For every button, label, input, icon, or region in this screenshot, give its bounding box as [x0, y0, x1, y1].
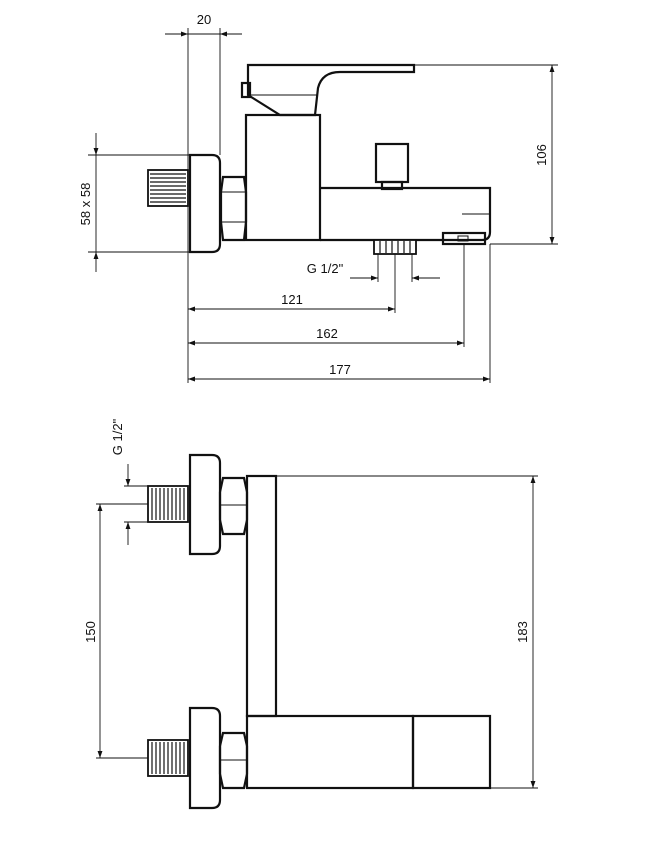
lower-threaded-connector: [147, 739, 189, 777]
outlet-thread: [373, 239, 417, 255]
label-inlet-spacing: 150: [83, 621, 98, 643]
top-view-drawing: 20 106 58 x 58 G 1/2" 121 162 177: [78, 12, 558, 383]
upper-threaded-connector: [147, 485, 189, 523]
label-height: 106: [534, 144, 549, 166]
lever-handle: [246, 63, 416, 117]
side-mixer-body: [245, 714, 415, 790]
diverter-knob: [374, 142, 410, 184]
vertical-body: [245, 474, 278, 718]
wall-plate: [188, 153, 222, 254]
label-thread: G 1/2": [307, 261, 344, 276]
label-total-length: 177: [329, 362, 351, 377]
label-total-height: 183: [515, 621, 530, 643]
lower-wall-plate: [188, 706, 222, 810]
label-to-outlet: 121: [281, 292, 303, 307]
lower-hex-nut: [218, 731, 249, 790]
threaded-connector: [147, 169, 189, 207]
label-to-diverter: 162: [316, 326, 338, 341]
label-plate-size: 58 x 58: [78, 183, 93, 226]
side-spout: [411, 714, 492, 790]
label-plate-thickness: 20: [197, 12, 211, 27]
aerator: [441, 231, 487, 246]
hex-nut: [219, 175, 248, 242]
upper-hex-nut: [218, 476, 249, 536]
spout: [320, 186, 492, 242]
label-side-thread: G 1/2": [110, 418, 125, 455]
side-view-drawing: G 1/2" 150 183: [83, 418, 538, 810]
mixer-body: [244, 113, 322, 242]
upper-wall-plate: [188, 453, 222, 556]
